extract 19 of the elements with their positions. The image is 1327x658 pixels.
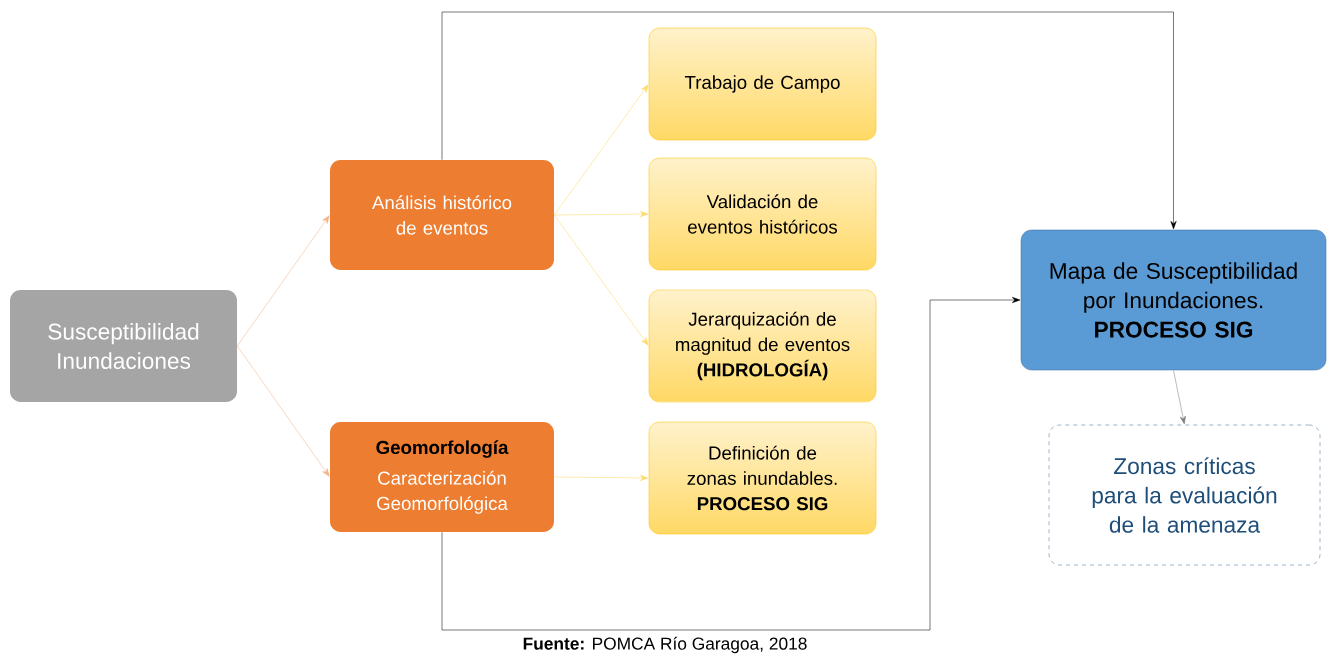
arrow bbox=[237, 215, 330, 347]
step-box: Validación de eventos históricos bbox=[648, 157, 877, 271]
topic-box: Susceptibilidad Inundaciones bbox=[10, 290, 237, 402]
arrow bbox=[237, 345, 330, 477]
step-box: Jerarquización de magnitud de eventos (HIDROLOGÍA) bbox=[648, 289, 877, 403]
arrow bbox=[1173, 370, 1186, 425]
process-box: Geomorfología Caracterización Geomorfológica bbox=[330, 422, 554, 532]
step-box: Definición de zonas inundables. PROCESO SIG bbox=[648, 421, 877, 535]
result-box: Mapa de Susceptibilidad por Inundaciones. PROCESO SIG bbox=[1020, 229, 1327, 371]
arrow bbox=[441, 297, 1021, 631]
process-box: Análisis histórico de eventos bbox=[330, 160, 554, 270]
arrow bbox=[554, 211, 649, 218]
outcome-box: Zonas críticas para la evaluación de la amenaza bbox=[1048, 424, 1321, 566]
arrow bbox=[554, 214, 649, 346]
arrow bbox=[554, 474, 649, 481]
caption: Fuente: POMCA Río Garagoa, 2018 bbox=[523, 636, 807, 654]
step-box: Trabajo de Campo bbox=[648, 27, 877, 141]
arrow bbox=[441, 11, 1177, 230]
arrow bbox=[554, 84, 649, 216]
